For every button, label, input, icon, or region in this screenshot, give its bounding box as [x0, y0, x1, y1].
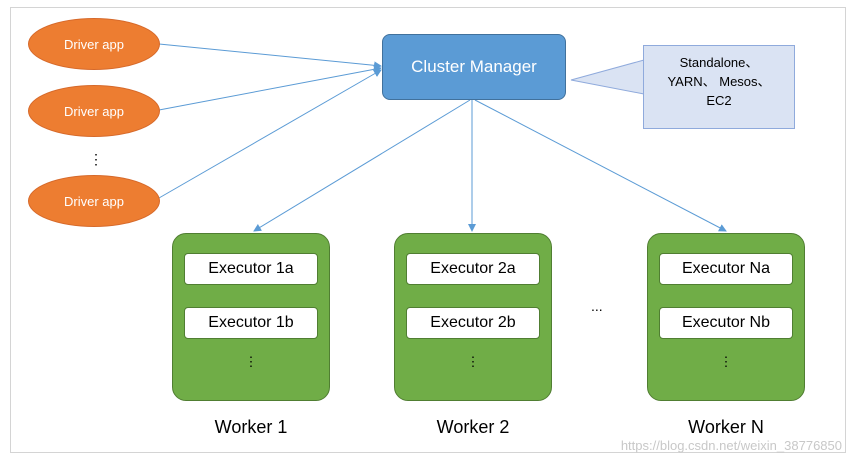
executor-box: Executor 1a: [184, 253, 318, 285]
worker-node-1: Executor 1a Executor 1b ⋮: [172, 233, 330, 401]
arrow-cluster-manager-to-worker-1: [253, 99, 471, 232]
arrow-driver-1-to-cluster-manager: [158, 43, 382, 70]
callout-line: Standalone、: [679, 55, 759, 70]
executor-box: Executor 2a: [406, 253, 540, 285]
worker-node-2: Executor 2a Executor 2b ⋮: [394, 233, 552, 401]
executor-label: Executor Na: [681, 260, 771, 277]
executor-label: Executor Nb: [681, 314, 771, 331]
cluster-manager-box: Cluster Manager: [382, 34, 566, 100]
cluster-manager-label: Cluster Manager: [411, 57, 537, 76]
more-executors-ellipsis: ⋮: [719, 354, 733, 369]
driver-app-1: Driver app: [28, 18, 160, 70]
worker-ellipsis: ...: [591, 298, 603, 314]
more-executors-ellipsis: ⋮: [466, 354, 480, 369]
worker-label: Worker N: [688, 417, 764, 437]
driver-app-2: Driver app: [28, 85, 160, 137]
worker-label: Worker 2: [436, 417, 510, 437]
arrow-cluster-manager-to-worker-n: [474, 99, 727, 232]
driver-app-label: Driver app: [64, 36, 124, 52]
driver-app-3: Driver app: [28, 175, 160, 227]
callout-line: EC2: [706, 93, 732, 108]
driver-app-label: Driver app: [64, 193, 124, 209]
callout-pointer: [570, 59, 645, 95]
driver-ellipsis: ⋮: [89, 151, 103, 167]
executor-label: Executor 1a: [208, 260, 294, 277]
executor-label: Executor 2a: [430, 260, 516, 277]
worker-node-n: Executor Na Executor Nb ⋮: [647, 233, 805, 401]
diagram-frame: [10, 7, 846, 453]
cluster-types-callout: Standalone、 YARN、 Mesos、 EC2: [643, 45, 795, 129]
executor-label: Executor 2b: [430, 314, 516, 331]
arrow-driver-3-to-cluster-manager: [158, 69, 382, 199]
executor-box: Executor 2b: [406, 307, 540, 339]
more-executors-ellipsis: ⋮: [244, 354, 258, 369]
executor-box: Executor Na: [659, 253, 793, 285]
watermark: https://blog.csdn.net/weixin_38776850: [620, 438, 842, 453]
callout-line: YARN、 Mesos、: [667, 74, 771, 89]
executor-box: Executor 1b: [184, 307, 318, 339]
worker-label: Worker 1: [214, 417, 288, 437]
executor-box: Executor Nb: [659, 307, 793, 339]
driver-app-label: Driver app: [64, 103, 124, 119]
arrow-driver-2-to-cluster-manager: [158, 65, 382, 111]
executor-label: Executor 1b: [208, 314, 294, 331]
